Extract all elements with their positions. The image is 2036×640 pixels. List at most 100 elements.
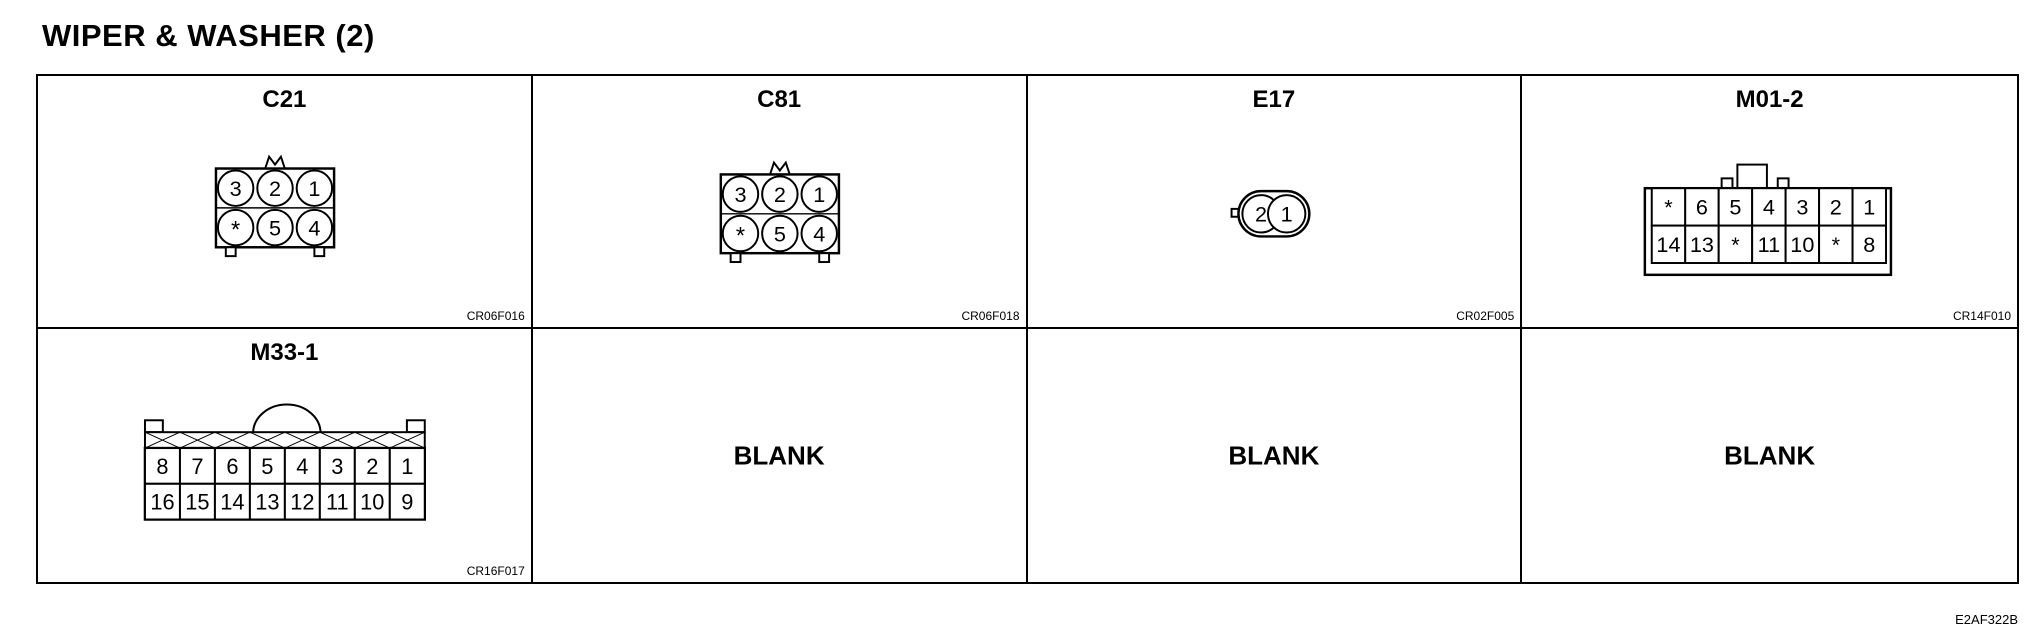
connector-c81-diagram: 3 2 1 * 5 4 bbox=[719, 160, 840, 264]
pin-cell bbox=[213, 482, 251, 521]
pin: 1 bbox=[295, 169, 334, 207]
pin-label: 2 bbox=[269, 176, 281, 201]
blank-cell: BLANK bbox=[533, 329, 1028, 582]
pin: 4 bbox=[295, 208, 334, 247]
pin-cell bbox=[1684, 224, 1720, 265]
pin-label: * bbox=[1731, 232, 1740, 257]
pin-label: 14 bbox=[1657, 232, 1681, 257]
connector-name: E17 bbox=[1252, 86, 1296, 113]
connector-e17-diagram: 2 1 bbox=[1230, 189, 1311, 238]
pin-label: 5 bbox=[261, 454, 273, 479]
pin: 5 bbox=[760, 214, 799, 253]
pin-label: 6 bbox=[226, 454, 238, 479]
pin-label: 5 bbox=[1730, 195, 1742, 220]
connector-cell-e17: E17 2 1 CR02F005 bbox=[1027, 76, 1523, 329]
pin-cell bbox=[1851, 224, 1888, 265]
pin-cell bbox=[1684, 187, 1720, 227]
pin-label: 6 bbox=[1696, 195, 1708, 220]
pin-label: 2 bbox=[774, 182, 786, 207]
connector-grid: C21 3 2 1 * 5 4 CR06F016 C81 3 2 1 * bbox=[36, 74, 2019, 584]
pin-label: * bbox=[736, 223, 745, 249]
blank-label: BLANK bbox=[1228, 440, 1320, 470]
pin-label: 1 bbox=[813, 182, 825, 207]
pin-label: 4 bbox=[813, 221, 825, 246]
pin-label: 8 bbox=[156, 454, 168, 479]
pin-label: 3 bbox=[331, 454, 343, 479]
pin-cell bbox=[1851, 187, 1888, 227]
figure-code: E2AF322B bbox=[1955, 612, 2018, 627]
pin-label: 4 bbox=[308, 215, 320, 240]
pin-cell bbox=[318, 482, 356, 521]
pin-label: 13 bbox=[1690, 232, 1714, 257]
connector-cell-c21: C21 3 2 1 * 5 4 CR06F016 bbox=[38, 76, 533, 329]
pin: 1 bbox=[1266, 194, 1306, 234]
connector-name: C81 bbox=[757, 86, 802, 113]
pin-label: 2 bbox=[366, 454, 378, 479]
pin-label: 11 bbox=[326, 489, 349, 514]
hatch-line bbox=[319, 431, 356, 449]
connector-code: CR16F017 bbox=[466, 564, 525, 578]
connector-name: M01-2 bbox=[1735, 86, 1804, 113]
pin-label: * bbox=[231, 217, 240, 243]
connector-code: CR06F018 bbox=[961, 309, 1020, 323]
hatch-line bbox=[389, 431, 425, 449]
connector-c21-diagram: 3 2 1 * 5 4 bbox=[214, 154, 336, 258]
blank-cell: BLANK bbox=[1522, 329, 2017, 582]
blank-label: BLANK bbox=[733, 440, 825, 470]
pin-cell bbox=[1751, 224, 1787, 265]
pin-label: 5 bbox=[269, 215, 281, 240]
connector-code: CR02F005 bbox=[1456, 309, 1515, 323]
pin: 2 bbox=[256, 169, 294, 207]
pin-label: 4 bbox=[1763, 195, 1775, 220]
pin: * bbox=[216, 208, 255, 247]
pin-label: 11 bbox=[1758, 232, 1780, 257]
connector-cell-c81: C81 3 2 1 * 5 4 CR06F018 bbox=[532, 76, 1028, 329]
pin-label: 14 bbox=[220, 489, 244, 514]
connector-code: CR14F010 bbox=[1952, 309, 2011, 323]
blank-cell: BLANK bbox=[1028, 329, 1523, 582]
pin-label: 1 bbox=[1864, 195, 1876, 220]
pin: 3 bbox=[216, 169, 255, 207]
hatch-line bbox=[214, 431, 251, 449]
pin-cell bbox=[388, 482, 426, 521]
connector-name: C21 bbox=[262, 86, 307, 113]
pin-label: 13 bbox=[255, 489, 279, 514]
connector-code: CR06F016 bbox=[466, 309, 525, 323]
hatch-line bbox=[284, 431, 321, 449]
pin-label: 2 bbox=[1255, 202, 1267, 227]
pin: 4 bbox=[800, 214, 838, 253]
pin: 1 bbox=[800, 175, 838, 213]
pin-label: 1 bbox=[1280, 202, 1292, 227]
pin-label: 3 bbox=[230, 176, 242, 201]
pin-label: 7 bbox=[191, 454, 203, 479]
page-title: WIPER & WASHER (2) bbox=[42, 18, 375, 53]
hatch-line bbox=[179, 431, 216, 449]
pin: 5 bbox=[256, 208, 294, 247]
hatch-line bbox=[354, 431, 390, 449]
pin-label: * bbox=[1665, 195, 1674, 220]
pin-label: 5 bbox=[774, 221, 786, 246]
pin-label: 15 bbox=[185, 489, 209, 514]
pin-cell bbox=[143, 482, 181, 521]
pin-label: 8 bbox=[1864, 232, 1876, 257]
pin-label: 2 bbox=[1830, 195, 1842, 220]
pin-label: 10 bbox=[360, 489, 384, 514]
pin-label: 10 bbox=[1791, 232, 1815, 257]
pin: 2 bbox=[760, 175, 799, 213]
pin-cell bbox=[283, 482, 321, 521]
blank-label: BLANK bbox=[1724, 440, 1816, 470]
pin-label: 3 bbox=[1797, 195, 1809, 220]
pin-label: 9 bbox=[401, 489, 413, 514]
pin-label: * bbox=[1832, 232, 1841, 257]
pin-label: 4 bbox=[296, 454, 308, 479]
connector-name: M33-1 bbox=[250, 339, 319, 366]
hatch-line bbox=[249, 431, 286, 449]
pin-label: 16 bbox=[150, 489, 174, 514]
pin-label: 1 bbox=[401, 454, 413, 479]
pin: 3 bbox=[721, 175, 759, 213]
pin-label: 12 bbox=[290, 489, 314, 514]
